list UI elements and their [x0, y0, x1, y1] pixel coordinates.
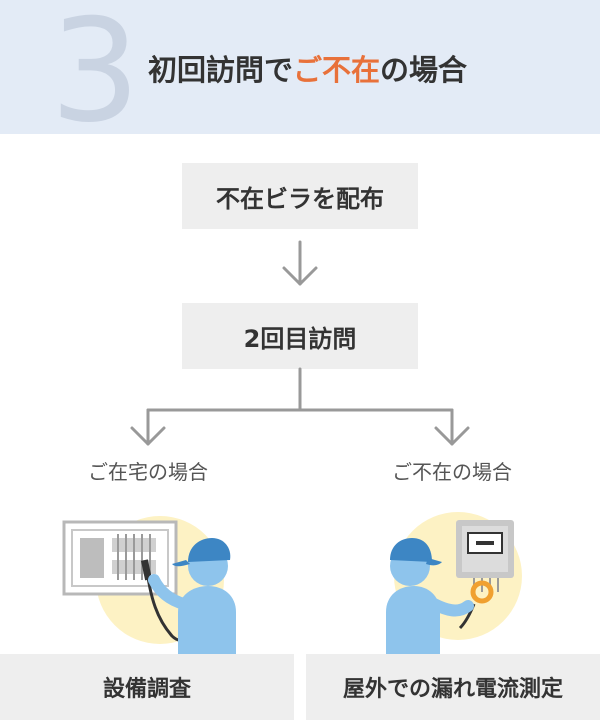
step-number: 3 — [50, 0, 141, 154]
branch-connector — [146, 367, 454, 446]
flow-step-leaflet: 不在ビラを配布 — [182, 163, 418, 229]
result-outdoor-leakage-measurement: 屋外での漏れ電流測定 — [306, 654, 600, 720]
worker-inspecting-panel-icon — [62, 516, 236, 654]
result-equipment-inspection: 設備調査 — [0, 654, 294, 720]
branch-label-present: ご在宅の場合 — [88, 460, 208, 484]
title-part-1: 初回訪問で — [148, 53, 294, 87]
flow-step-second-visit: 2回目訪問 — [182, 303, 418, 369]
arrow-down-icon — [282, 240, 318, 286]
title-part-2: の場合 — [380, 53, 468, 87]
page-title: 初回訪問でご不在の場合 — [148, 50, 467, 90]
branch-label-absent: ご不在の場合 — [392, 460, 512, 484]
arrow-down-icon — [130, 426, 166, 446]
arrow-down-icon — [434, 426, 470, 446]
title-accent: ご不在 — [293, 53, 381, 87]
worker-measuring-meter-icon — [386, 512, 522, 654]
header-band: 3 初回訪問でご不在の場合 — [0, 0, 600, 143]
